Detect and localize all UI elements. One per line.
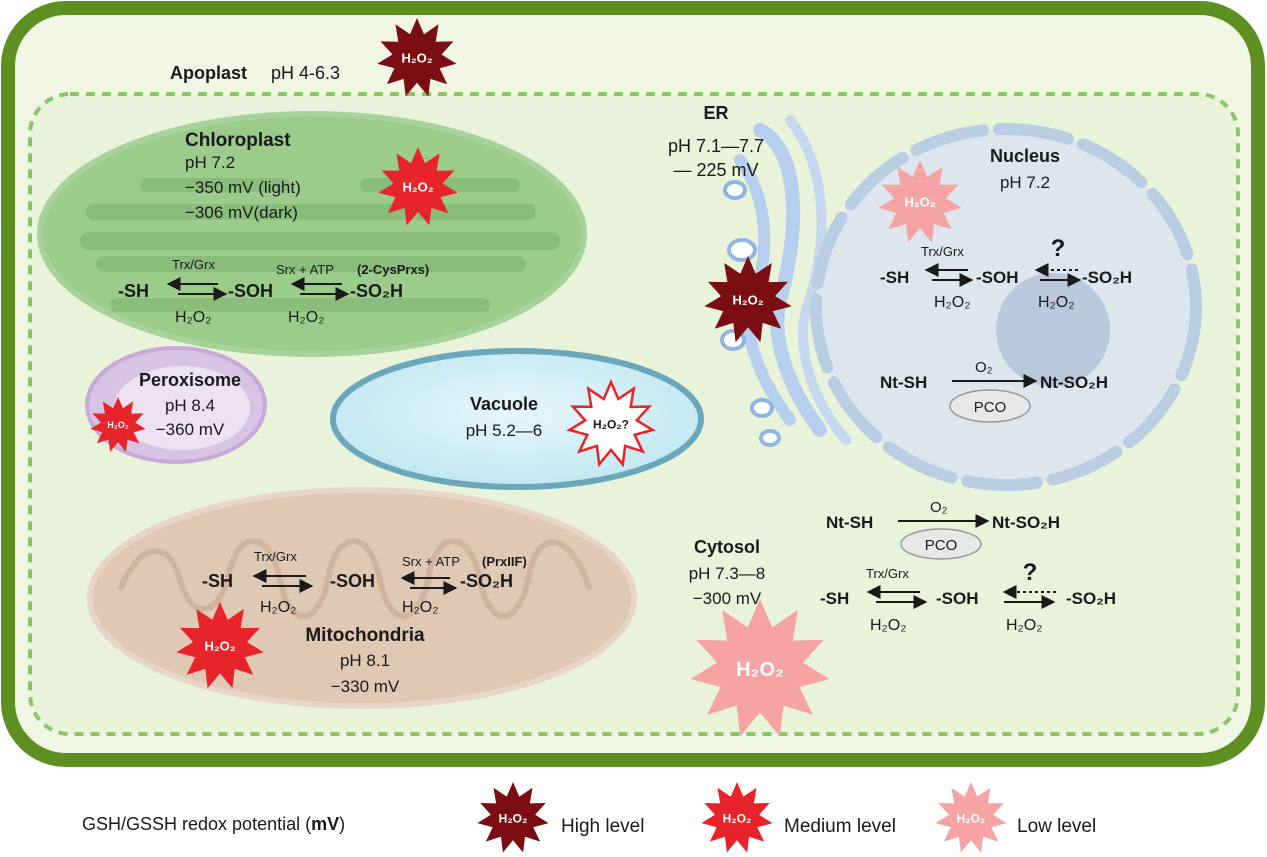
nucleus-nt-sh: Nt-SH [880, 373, 927, 392]
h2o2-peroxisome-label: H₂O₂ [107, 420, 129, 430]
peroxisome-name: Peroxisome [139, 370, 241, 390]
legend-low-label: H₂O₂ [957, 811, 986, 825]
legend-low-label: Low level [1017, 816, 1096, 837]
vacuole-ph: pH 5.2—6 [466, 421, 543, 440]
mito-ph: pH 8.1 [340, 651, 390, 670]
h2o2-cytosol-label: H₂O₂ [736, 659, 784, 681]
mito-h2o2-1: H₂O₂ [260, 599, 296, 616]
cytosol-o2: O₂ [930, 499, 948, 516]
nucleus-h2o2-2: H₂O₂ [1038, 294, 1074, 311]
cytosol: Cytosol pH 7.3—8 −300 mV Nt-SH O₂ Nt-SO₂… [689, 499, 1116, 634]
h2o2-apoplast-label: H₂O₂ [401, 51, 432, 66]
nucleus-name: Nucleus [990, 146, 1060, 166]
chloroplast-h2o2-2: H₂O₂ [288, 309, 324, 326]
cytosol-ph: pH 7.3—8 [689, 564, 766, 583]
h2o2-vacuole-label: H₂O₂? [593, 417, 629, 431]
apoplast-name: Apoplast [170, 63, 247, 83]
peroxisome-redox: −360 mV [156, 420, 225, 439]
h2o2-peroxisome-icon: H₂O₂ [90, 397, 146, 452]
mito-name: Mitochondria [305, 625, 425, 646]
legend: GSH/GSSH redox potential (mV) High level… [82, 814, 1096, 837]
legend-high-icon: H₂O₂ [477, 782, 549, 853]
nucleus-enzyme1: Trx/Grx [921, 244, 964, 259]
mito-enzyme1: Trx/Grx [254, 549, 297, 564]
nucleus-soh: -SOH [976, 268, 1019, 287]
nucleus-nt-so2h: Nt-SO₂H [1040, 373, 1108, 392]
h2o2-nucleus-label: H₂O₂ [904, 195, 935, 210]
legend-medium-icon: H₂O₂ [701, 782, 773, 853]
mito-sh: -SH [202, 571, 233, 591]
h2o2-vacuole-icon: H₂O₂? [566, 378, 656, 468]
nucleus: Nucleus pH 7.2 -SH Trx/Grx -SOH H₂O₂ ? -… [810, 123, 1202, 491]
mito-redox: −330 mV [331, 677, 400, 696]
legend-medium-label: H₂O₂ [723, 811, 752, 825]
vacuole-name: Vacuole [470, 394, 538, 414]
mito-enzyme2-extra: (PrxIIF) [482, 554, 527, 569]
legend-low-icon: H₂O₂ [935, 782, 1007, 853]
chloroplast-sh: -SH [118, 281, 149, 301]
nucleolus [996, 273, 1110, 387]
h2o2-chloroplast-icon: H₂O₂ [378, 147, 458, 226]
legend-high-label: High level [561, 816, 644, 837]
h2o2-er-icon: H₂O₂ [704, 256, 792, 343]
h2o2-mitochondria-icon: H₂O₂ [176, 602, 264, 689]
nucleus-question: ? [1051, 235, 1066, 262]
mitochondria: -SH Trx/Grx -SOH H₂O₂ Srx + ATP (PrxIIF)… [87, 487, 637, 709]
peroxisome-ph: pH 8.4 [165, 396, 215, 415]
legend-high-label: H₂O₂ [499, 811, 528, 825]
chloroplast: Chloroplast pH 7.2 −350 mV (light) −306 … [37, 111, 587, 357]
chloroplast-redox-dark: −306 mV(dark) [185, 203, 298, 222]
vacuole: Vacuole pH 5.2—6 [330, 348, 704, 490]
h2o2-apoplast-icon: H₂O₂ [377, 18, 457, 97]
chloroplast-ph: pH 7.2 [185, 153, 235, 172]
mito-enzyme2: Srx + ATP [402, 554, 460, 569]
cytosol-enzyme1: Trx/Grx [866, 566, 909, 581]
cytosol-name: Cytosol [694, 537, 760, 557]
apoplast-ph: pH 4-6.3 [271, 63, 340, 83]
legend-medium-label: Medium level [784, 816, 896, 837]
mito-soh: -SOH [330, 571, 375, 591]
er-redox: — 225 mV [673, 160, 758, 180]
chloroplast-name: Chloroplast [185, 130, 291, 151]
chloroplast-h2o2-1: H₂O₂ [175, 309, 211, 326]
h2o2-markers: H₂O₂ H₂O₂ H₂O₂ H₂O₂ H₂O₂ H₂O₂ H₂O₂ H₂O₂? H₂O₂ H₂O… [90, 18, 1007, 853]
cytosol-h2o2-1: H₂O₂ [870, 617, 906, 634]
nucleus-pco: PCO [974, 399, 1007, 416]
chloroplast-redox-light: −350 mV (light) [185, 178, 301, 197]
nucleus-h2o2-1: H₂O₂ [934, 294, 970, 311]
mito-so2h: -SO₂H [460, 571, 513, 591]
h2o2-cytosol-icon: H₂O₂ [690, 599, 830, 737]
h2o2-mitochondria-label: H₂O₂ [204, 639, 235, 654]
nucleus-so2h: -SO₂H [1082, 268, 1132, 287]
cytosol-redox: −300 mV [693, 589, 762, 608]
chloroplast-so2h: -SO₂H [350, 281, 403, 301]
mito-h2o2-2: H₂O₂ [402, 599, 438, 616]
nucleus-sh: -SH [880, 268, 909, 287]
nucleus-o2: O₂ [975, 359, 993, 376]
chloroplast-soh: -SOH [228, 281, 273, 301]
chloroplast-enzyme2: Srx + ATP [276, 262, 334, 277]
cytosol-pco: PCO [925, 537, 958, 554]
h2o2-chloroplast-label: H₂O₂ [402, 180, 433, 195]
h2o2-er-label: H₂O₂ [732, 293, 763, 308]
chloroplast-enzyme1: Trx/Grx [172, 257, 215, 272]
cytosol-question: ? [1023, 559, 1038, 586]
er-name: ER [703, 103, 728, 123]
cytosol-sh: -SH [820, 589, 849, 608]
er-ph: pH 7.1—7.7 [668, 136, 764, 156]
h2o2-nucleus-icon: H₂O₂ [878, 160, 962, 243]
cytosol-soh: -SOH [936, 589, 979, 608]
cytosol-nt-sh: Nt-SH [826, 513, 873, 532]
cytosol-nt-so2h: Nt-SO₂H [992, 513, 1060, 532]
chloroplast-enzyme2-extra: (2-CysPrxs) [357, 262, 429, 277]
legend-redox-label: GSH/GSSH redox potential (mV) [82, 814, 345, 834]
cytosol-h2o2-2: H₂O₂ [1006, 617, 1042, 634]
cytosol-so2h: -SO₂H [1066, 589, 1116, 608]
nucleus-ph: pH 7.2 [1000, 173, 1050, 192]
